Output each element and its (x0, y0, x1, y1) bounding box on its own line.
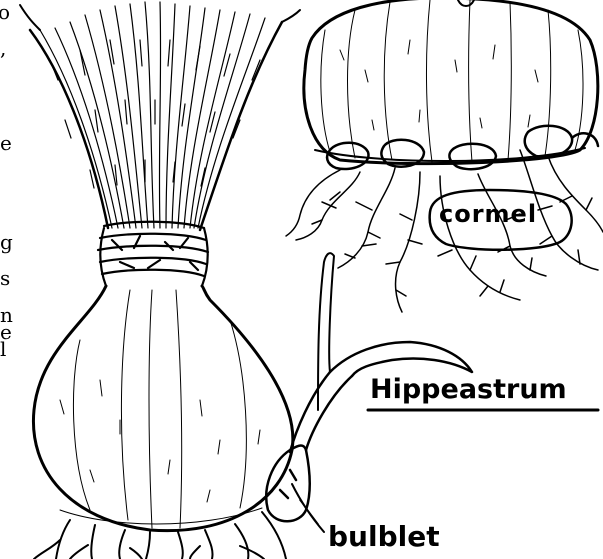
bulb-roots (34, 512, 286, 559)
hippeastrum-label: Hippeastrum (370, 374, 567, 405)
leaves (20, 2, 300, 230)
corm-roots (286, 150, 603, 312)
cormel-label: cormel (439, 200, 537, 228)
bulb-neck (98, 222, 208, 286)
bulblet-pointer (292, 484, 324, 532)
corm (304, 0, 598, 164)
bulblet-label: bulblet (328, 520, 440, 553)
bulb (33, 286, 292, 531)
